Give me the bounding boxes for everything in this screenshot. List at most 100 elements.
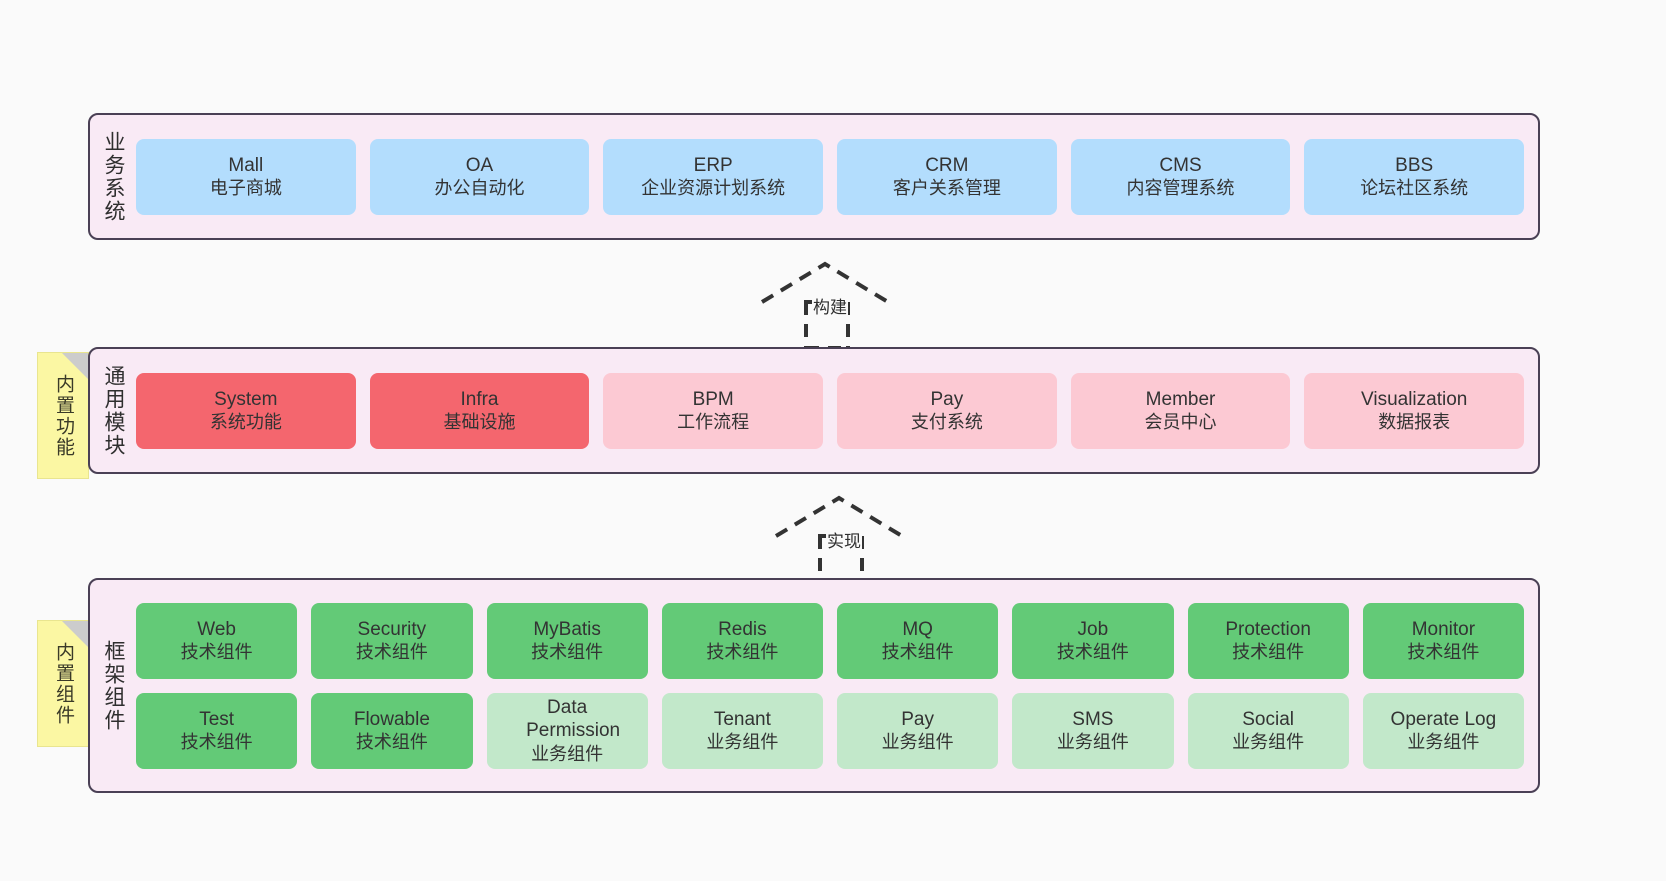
- layer-caption-framework-component: 框架组件: [102, 639, 126, 732]
- card-title: ERP: [693, 154, 733, 176]
- card-subtitle: 技术组件: [355, 732, 428, 753]
- card-subtitle: 技术组件: [180, 732, 253, 753]
- card-tenant[interactable]: Tenant 业务组件: [661, 692, 823, 769]
- card-subtitle: 内容管理系统: [1126, 178, 1235, 199]
- card-row: Mall 电子商城 OA 办公自动化 ERP 企业资源计划系统 CRM 客户关系…: [136, 138, 1525, 215]
- card-subtitle: 论坛社区系统: [1360, 178, 1469, 199]
- card-subtitle: 客户关系管理: [892, 178, 1001, 199]
- layer-business-system: 业务系统 Mall 电子商城 OA 办公自动化 ERP 企业资源计划系统 CRM…: [88, 113, 1540, 240]
- card-title: Test: [199, 708, 235, 730]
- card-title: Pay: [930, 388, 964, 410]
- card-member[interactable]: Member 会员中心: [1070, 372, 1291, 449]
- card-pay-component[interactable]: Pay 业务组件: [837, 692, 999, 769]
- card-flowable[interactable]: Flowable 技术组件: [311, 692, 473, 769]
- card-title: Job: [1077, 618, 1109, 640]
- card-subtitle: 基础设施: [443, 412, 516, 433]
- card-title: Visualization: [1361, 388, 1468, 410]
- note-fold-icon: [62, 621, 88, 647]
- card-title: SMS: [1072, 708, 1114, 730]
- card-job[interactable]: Job 技术组件: [1012, 602, 1174, 679]
- card-sms[interactable]: SMS 业务组件: [1012, 692, 1174, 769]
- card-subtitle: 系统功能: [209, 412, 282, 433]
- card-subtitle: 业务组件: [706, 732, 779, 753]
- layer-body-business-system: Mall 电子商城 OA 办公自动化 ERP 企业资源计划系统 CRM 客户关系…: [136, 115, 1538, 238]
- card-title: Monitor: [1411, 618, 1476, 640]
- card-title: Flowable: [353, 708, 430, 730]
- layer-common-module: 通用模块 System 系统功能 Infra 基础设施 BPM 工作流程 Pay…: [88, 347, 1540, 474]
- card-monitor[interactable]: Monitor 技术组件: [1362, 602, 1524, 679]
- card-mybatis[interactable]: MyBatis 技术组件: [486, 602, 648, 679]
- card-subtitle: 技术组件: [1232, 642, 1305, 663]
- card-subtitle: 技术组件: [355, 642, 428, 663]
- card-title: BBS: [1395, 154, 1434, 176]
- card-title: MQ: [902, 618, 933, 640]
- card-protection[interactable]: Protection 技术组件: [1187, 602, 1349, 679]
- connector-label-implement: 实现: [826, 527, 862, 552]
- card-subtitle: 办公自动化: [434, 178, 525, 199]
- connector-label-build: 构建: [812, 293, 848, 318]
- card-crm[interactable]: CRM 客户关系管理: [837, 138, 1057, 215]
- card-subtitle: 技术组件: [1056, 642, 1129, 663]
- connector-implement: 实现: [766, 492, 926, 584]
- sticky-note-text: 内置功能: [52, 373, 74, 458]
- card-bpm[interactable]: BPM 工作流程: [603, 372, 824, 449]
- card-row-biz: Test 技术组件 Flowable 技术组件 Data Permission …: [136, 692, 1524, 769]
- card-subtitle: 会员中心: [1144, 412, 1217, 433]
- card-visualization[interactable]: Visualization 数据报表: [1304, 372, 1525, 449]
- card-subtitle: 企业资源计划系统: [641, 178, 786, 199]
- card-social[interactable]: Social 业务组件: [1187, 692, 1349, 769]
- card-title: Security: [357, 618, 427, 640]
- layer-caption-business-system: 业务系统: [102, 130, 126, 223]
- card-title: Tenant: [713, 708, 771, 730]
- card-title: CRM: [925, 154, 969, 176]
- sticky-note-text: 内置组件: [52, 641, 74, 726]
- card-test[interactable]: Test 技术组件: [136, 692, 298, 769]
- card-data-permission[interactable]: Data Permission 业务组件: [486, 692, 648, 769]
- card-oa[interactable]: OA 办公自动化: [369, 138, 590, 215]
- card-subtitle: 业务组件: [1407, 732, 1480, 753]
- card-title: Operate Log: [1390, 708, 1497, 730]
- card-title: Social: [1242, 708, 1294, 730]
- note-fold-icon: [62, 353, 88, 379]
- card-operate-log[interactable]: Operate Log 业务组件: [1362, 692, 1524, 769]
- card-security[interactable]: Security 技术组件: [311, 602, 473, 679]
- card-title: Infra: [460, 388, 499, 410]
- layer-caption-common-module: 通用模块: [102, 364, 126, 457]
- card-system[interactable]: System 系统功能: [136, 372, 356, 449]
- card-erp[interactable]: ERP 企业资源计划系统: [603, 138, 824, 215]
- card-subtitle: 业务组件: [1232, 732, 1305, 753]
- card-mq[interactable]: MQ 技术组件: [837, 602, 999, 679]
- card-subtitle: 技术组件: [180, 642, 253, 663]
- card-title: BPM: [692, 388, 734, 410]
- card-subtitle: 业务组件: [881, 732, 954, 753]
- sticky-note-builtin-function: 内置功能: [37, 352, 89, 479]
- card-subtitle: 技术组件: [706, 642, 779, 663]
- card-row: System 系统功能 Infra 基础设施 BPM 工作流程 Pay 支付系统…: [136, 372, 1525, 449]
- card-title: MyBatis: [533, 618, 601, 640]
- card-title: Protection: [1225, 618, 1311, 640]
- card-title: OA: [465, 154, 494, 176]
- card-subtitle: 技术组件: [881, 642, 954, 663]
- card-redis[interactable]: Redis 技术组件: [661, 602, 823, 679]
- sticky-note-builtin-component: 内置组件: [37, 620, 89, 747]
- card-subtitle: 技术组件: [1407, 642, 1480, 663]
- card-subtitle: 业务组件: [531, 743, 604, 764]
- card-title: Mall: [228, 154, 264, 176]
- card-title: Web: [197, 618, 236, 640]
- card-cms[interactable]: CMS 内容管理系统: [1070, 138, 1291, 215]
- card-subtitle: 技术组件: [531, 642, 604, 663]
- layer-framework-component: 框架组件 Web 技术组件 Security 技术组件 MyBatis 技术组件: [88, 578, 1540, 793]
- card-infra[interactable]: Infra 基础设施: [369, 372, 590, 449]
- connector-build: 构建: [752, 258, 912, 350]
- card-title: Redis: [718, 618, 767, 640]
- card-title: System: [214, 388, 278, 410]
- card-title: Member: [1145, 388, 1216, 410]
- card-bbs[interactable]: BBS 论坛社区系统: [1304, 138, 1525, 215]
- card-web[interactable]: Web 技术组件: [136, 602, 298, 679]
- card-subtitle: 支付系统: [910, 412, 983, 433]
- layer-body-common-module: System 系统功能 Infra 基础设施 BPM 工作流程 Pay 支付系统…: [136, 349, 1538, 472]
- card-pay-module[interactable]: Pay 支付系统: [837, 372, 1057, 449]
- card-mall[interactable]: Mall 电子商城: [136, 138, 356, 215]
- card-subtitle: 工作流程: [677, 412, 750, 433]
